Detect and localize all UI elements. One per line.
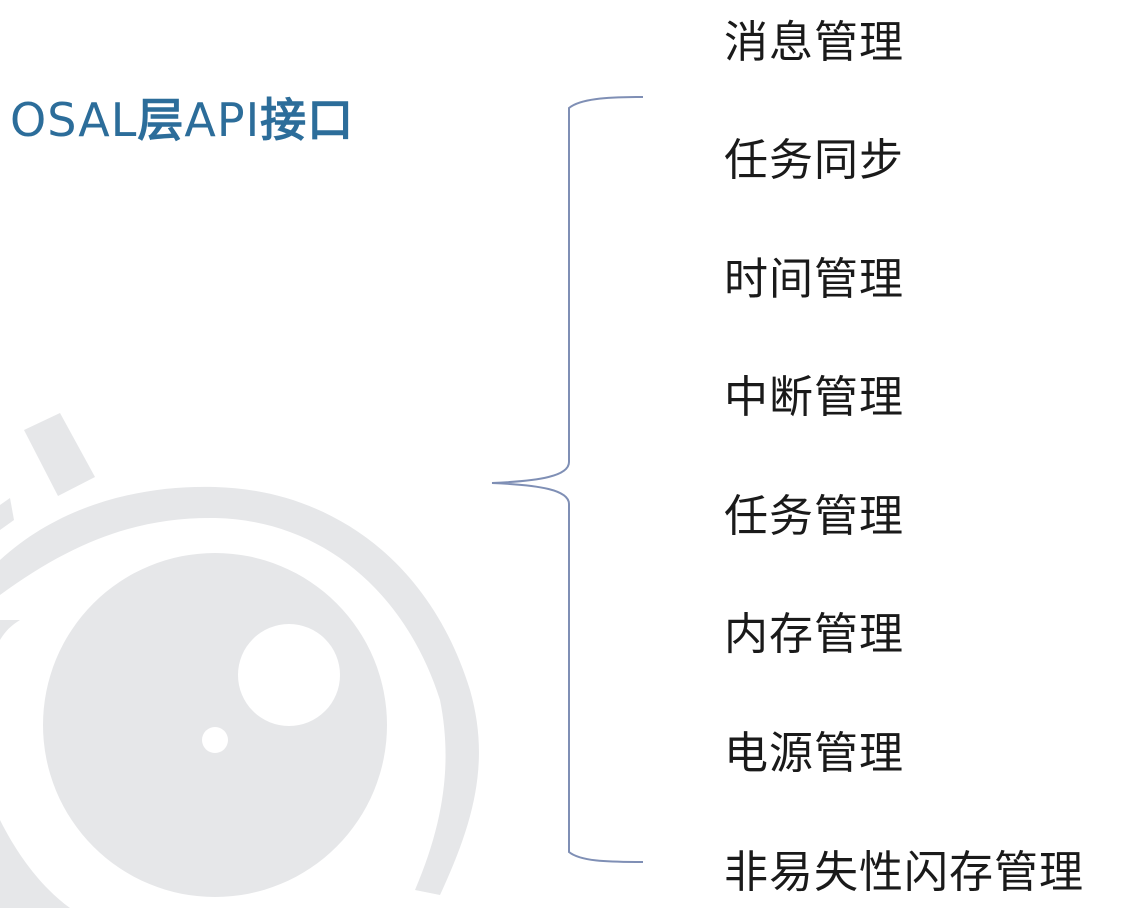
title-cjk-layer: 层 [137, 93, 185, 147]
title-cjk-interface: 接口 [260, 93, 355, 147]
list-item-interrupt-management: 中断管理 [724, 372, 904, 423]
slide-title: OSAL层API接口 [10, 84, 354, 150]
list-item-memory-management: 内存管理 [724, 609, 904, 660]
title-latin-api: API [184, 93, 261, 147]
list-item-task-management: 任务管理 [724, 491, 904, 542]
list-item-message-management: 消息管理 [724, 17, 904, 68]
list-item-time-management: 时间管理 [724, 254, 904, 305]
list-item-power-management: 电源管理 [724, 728, 904, 779]
title-latin-osal: OSAL [10, 93, 138, 147]
list-item-nv-flash-management: 非易失性闪存管理 [724, 847, 1084, 898]
list-item-task-synchronization: 任务同步 [724, 135, 904, 186]
